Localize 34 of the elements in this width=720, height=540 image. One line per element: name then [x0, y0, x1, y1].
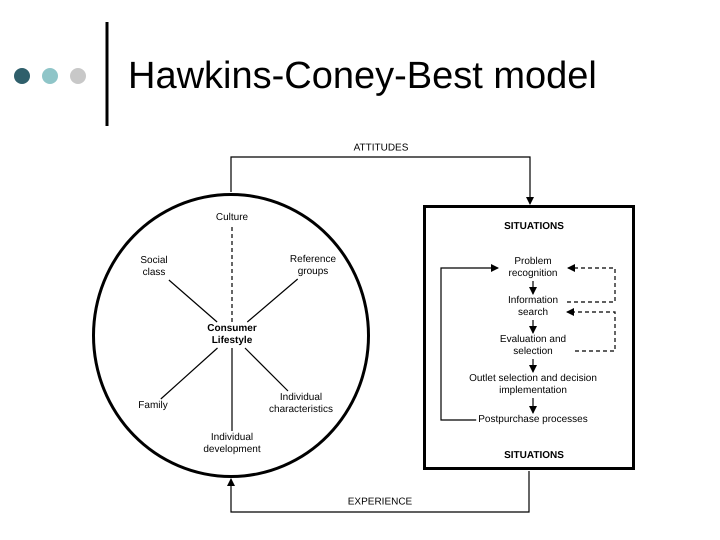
connector-line	[231, 225, 233, 322]
circle-outline	[92, 193, 370, 478]
factor-text: Reference groups	[282, 254, 344, 278]
stage-text: Evaluation and selection	[493, 334, 573, 358]
factor-text: Family	[138, 400, 168, 412]
stage-text: Outlet selection and decision implementation	[469, 373, 597, 397]
slide-title: Hawkins-Coney-Best model	[128, 54, 597, 99]
situations-heading: SITUATIONS	[504, 450, 564, 462]
connector-line	[160, 348, 218, 400]
center-text: Consumer Lifestyle	[201, 323, 263, 347]
edge-label: EXPERIENCE	[346, 496, 414, 508]
arrow	[227, 471, 530, 513]
connector-line	[231, 348, 233, 431]
stage-text: Problem recognition	[500, 256, 566, 280]
stage-text: Information search	[501, 295, 565, 319]
factor-text: Individual characteristics	[260, 392, 342, 416]
arrow	[529, 281, 537, 295]
situations-heading: SITUATIONS	[504, 221, 564, 233]
arrow	[529, 359, 537, 373]
connector-line	[244, 348, 288, 392]
connector-line	[246, 278, 298, 322]
situations-box	[423, 205, 635, 470]
arrow	[440, 264, 499, 421]
factor-text: Individual development	[196, 432, 268, 456]
arrow	[529, 398, 537, 414]
factor-text: Social class	[132, 255, 176, 279]
arrow	[567, 264, 616, 303]
stage-text: Postpurchase processes	[478, 414, 588, 426]
factor-text: Culture	[216, 212, 248, 224]
arrow	[566, 308, 616, 352]
arrow	[230, 156, 534, 205]
arrow	[529, 320, 537, 334]
connector-line	[168, 280, 218, 322]
edge-label: ATTITUDES	[352, 142, 410, 154]
